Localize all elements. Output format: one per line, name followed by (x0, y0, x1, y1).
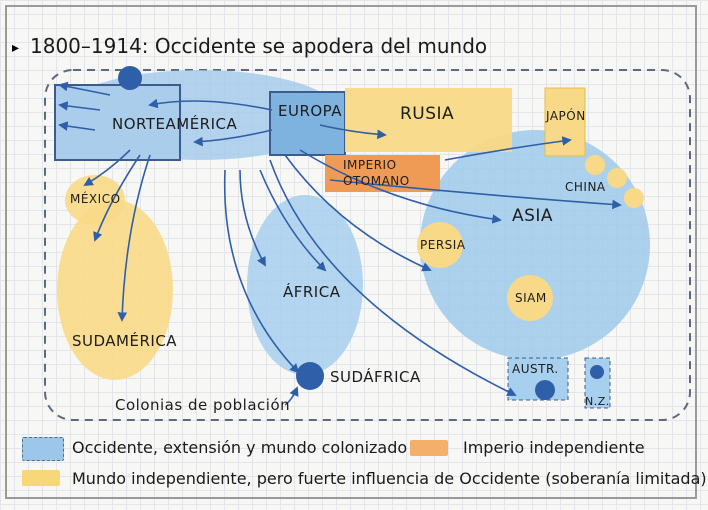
label-asia: ASIA (512, 206, 554, 226)
label-rusia: RUSIA (400, 104, 455, 124)
arrow-na-west2 (58, 101, 101, 111)
legend-swatch-empire (410, 440, 448, 456)
norteamerica-box (54, 84, 181, 161)
label-persia: PERSIA (420, 238, 466, 252)
label-norteamerica: NORTEAMÉRICA (112, 115, 238, 133)
arrow-europa-china (329, 179, 622, 210)
africa-area (247, 195, 363, 375)
persia-circle (417, 222, 463, 268)
austr-settler-dot (535, 380, 555, 400)
legend-swatch-independent (22, 470, 60, 486)
label-africa: ÁFRICA (283, 283, 341, 301)
label-sudamerica: SUDAMÉRICA (72, 332, 178, 350)
arrow-na-mexico (83, 149, 131, 186)
label-mexico: MÉXICO (70, 192, 121, 206)
page-frame (5, 5, 697, 499)
arrow-europa-asia (299, 149, 502, 224)
legend-swatch-west (22, 437, 64, 461)
sudafrica-settler-dot (296, 362, 324, 390)
label-europa: EUROPA (278, 102, 343, 120)
asia-area (420, 130, 650, 360)
arrow-europa-rusia (319, 124, 387, 140)
label-nz: N.Z. (585, 395, 610, 408)
sudamerica-area (57, 200, 173, 380)
nz-settler-dot (590, 365, 604, 379)
label-japon: JAPÓN (546, 109, 586, 123)
label-otomano-2: OTOMANO (343, 174, 410, 188)
arrow-europa-sudafrica (223, 169, 300, 374)
legend-west: Occidente, extensión y mundo colonizado (72, 438, 408, 457)
arrow-europa-africa2 (259, 169, 327, 272)
arrow-na-west1 (58, 81, 111, 96)
arrow-europa-norteamerica (148, 98, 273, 111)
arrow-europa-na2 (193, 129, 273, 147)
label-sudafrica: SUDÁFRICA (330, 368, 421, 386)
west-extent-border (44, 69, 691, 421)
arrow-na-sa2 (117, 154, 151, 322)
rusia-box (345, 88, 512, 152)
china-circle-3 (624, 188, 644, 208)
label-colonias-poblacion: Colonias de población (115, 396, 291, 414)
bullet-icon: ▸ (12, 40, 20, 56)
arrow-na-sa1 (93, 154, 141, 242)
arrow-europa-japon (444, 136, 572, 161)
arrow-na-west3 (58, 121, 96, 131)
label-austr: AUSTR. (512, 362, 559, 376)
label-siam: SIAM (515, 291, 547, 305)
china-circle-2 (607, 168, 627, 188)
legend-independent: Mundo independiente, pero fuerte influen… (72, 469, 707, 488)
label-otomano-1: IMPERIO (343, 158, 397, 172)
label-china: CHINA (565, 180, 606, 194)
china-circle-1 (585, 155, 605, 175)
arrow-europa-austr (269, 159, 517, 396)
arrow-colonias (284, 386, 299, 406)
arrow-europa-persia (284, 154, 432, 272)
page-title: 1800–1914: Occidente se apodera del mund… (30, 34, 488, 58)
siam-circle (507, 275, 553, 321)
norteamerica-settler-dot (118, 66, 142, 90)
arrow-europa-africa1 (239, 169, 266, 267)
legend-empire: Imperio independiente (463, 438, 645, 457)
